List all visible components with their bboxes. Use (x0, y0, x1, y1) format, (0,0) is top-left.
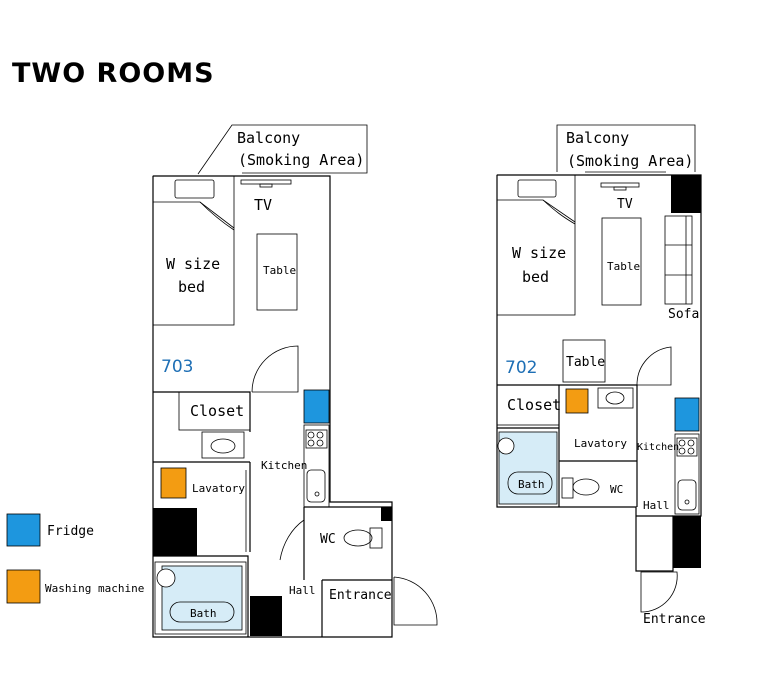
room-703-wc-label: WC (320, 532, 336, 547)
room-702-storage-block (671, 175, 701, 213)
room-702-washing-machine (565, 388, 589, 414)
legend-washing-machine-swatch (6, 569, 41, 604)
room-703-bed-label-line1: W size (166, 255, 220, 273)
room-703-balcony: Balcony (Smoking Area) (197, 124, 368, 177)
legend: Fridge Washing machine (6, 513, 144, 604)
room-702-bed-label-line1: W size (512, 244, 566, 262)
room-702-tv: TV (600, 182, 640, 212)
room-702-kitchen-label: Kitchen (637, 442, 679, 453)
room-703-plan: Balcony (Smoking Area) TV W size bed Tab… (152, 124, 438, 638)
room-702-bed: W size bed (496, 174, 576, 316)
room-703-bath: Bath (153, 555, 249, 637)
room-703-kitchen-label: Kitchen (261, 459, 307, 472)
room-702-fridge (674, 397, 700, 432)
room-702-entrance-door (640, 571, 678, 613)
room-702-smoking-area-label: (Smoking Area) (567, 152, 693, 170)
room-702-wc: WC (561, 477, 623, 499)
room-703-closet: Closet (153, 391, 251, 432)
room-702-table-label: Table (607, 260, 640, 273)
room-703-balcony-label: Balcony (237, 129, 300, 147)
room-702-sofa: Sofa (664, 215, 699, 322)
room-703-lavatory-label: Lavatory (192, 482, 245, 495)
room-703-bath-label: Bath (190, 607, 217, 620)
legend-fridge-label: Fridge (47, 524, 94, 539)
room-703-fridge (303, 389, 330, 424)
room-702-plan: Balcony (Smoking Area) TV W size bed Tab… (496, 124, 706, 627)
room-702-hall-label: Hall (643, 499, 670, 512)
legend-washing-machine-label: Washing machine (45, 582, 144, 595)
room-703-table: Table (256, 233, 298, 311)
room-703-tv: TV (240, 179, 292, 214)
room-702-entrance-label: Entrance (643, 612, 706, 627)
room-702-tv-label: TV (617, 197, 633, 212)
room-702-number: 702 (505, 358, 537, 378)
room-702-dining-table: Table (562, 339, 606, 383)
room-703-smoking-area-label: (Smoking Area) (238, 151, 364, 169)
room-703-tv-label: TV (254, 196, 272, 214)
room-703-hall-label: Hall (289, 584, 316, 597)
room-703-number: 703 (161, 357, 193, 377)
room-703-kitchen: Kitchen (261, 389, 330, 508)
room-702-bath: Bath (497, 427, 559, 505)
room-703-entrance-label: Entrance (329, 588, 392, 603)
room-703-entrance-door (393, 576, 438, 626)
room-702-sink (597, 387, 634, 409)
room-702-table: Table (601, 217, 642, 306)
room-702-balcony-label: Balcony (566, 129, 629, 147)
room-702-lavatory-label: Lavatory (574, 437, 627, 450)
room-703-wc: WC (279, 506, 392, 580)
room-702-sofa-label: Sofa (668, 307, 699, 322)
room-703-sink (201, 431, 245, 459)
room-703-storage-block (153, 508, 197, 556)
room-702-bed-label-line2: bed (522, 268, 549, 286)
room-703-closet-label: Closet (190, 402, 244, 420)
room-702-balcony: Balcony (Smoking Area) (556, 124, 696, 176)
page-title: TWO ROOMS (12, 58, 215, 89)
room-703-bed: W size bed (152, 175, 235, 326)
room-703-storage-block-2 (250, 596, 282, 636)
legend-fridge-swatch (6, 513, 41, 547)
room-703-washing-machine (160, 467, 187, 499)
room-702-dining-table-label: Table (566, 355, 605, 370)
room-702-storage-block-2 (673, 516, 701, 568)
room-702-wc-label: WC (610, 483, 623, 496)
room-703-table-label: Table (263, 264, 296, 277)
room-703-bed-label-line2: bed (178, 278, 205, 296)
room-702-kitchen: Kitchen (637, 397, 700, 515)
room-702-bath-label: Bath (518, 478, 545, 491)
room-702-closet-label: Closet (507, 396, 561, 414)
